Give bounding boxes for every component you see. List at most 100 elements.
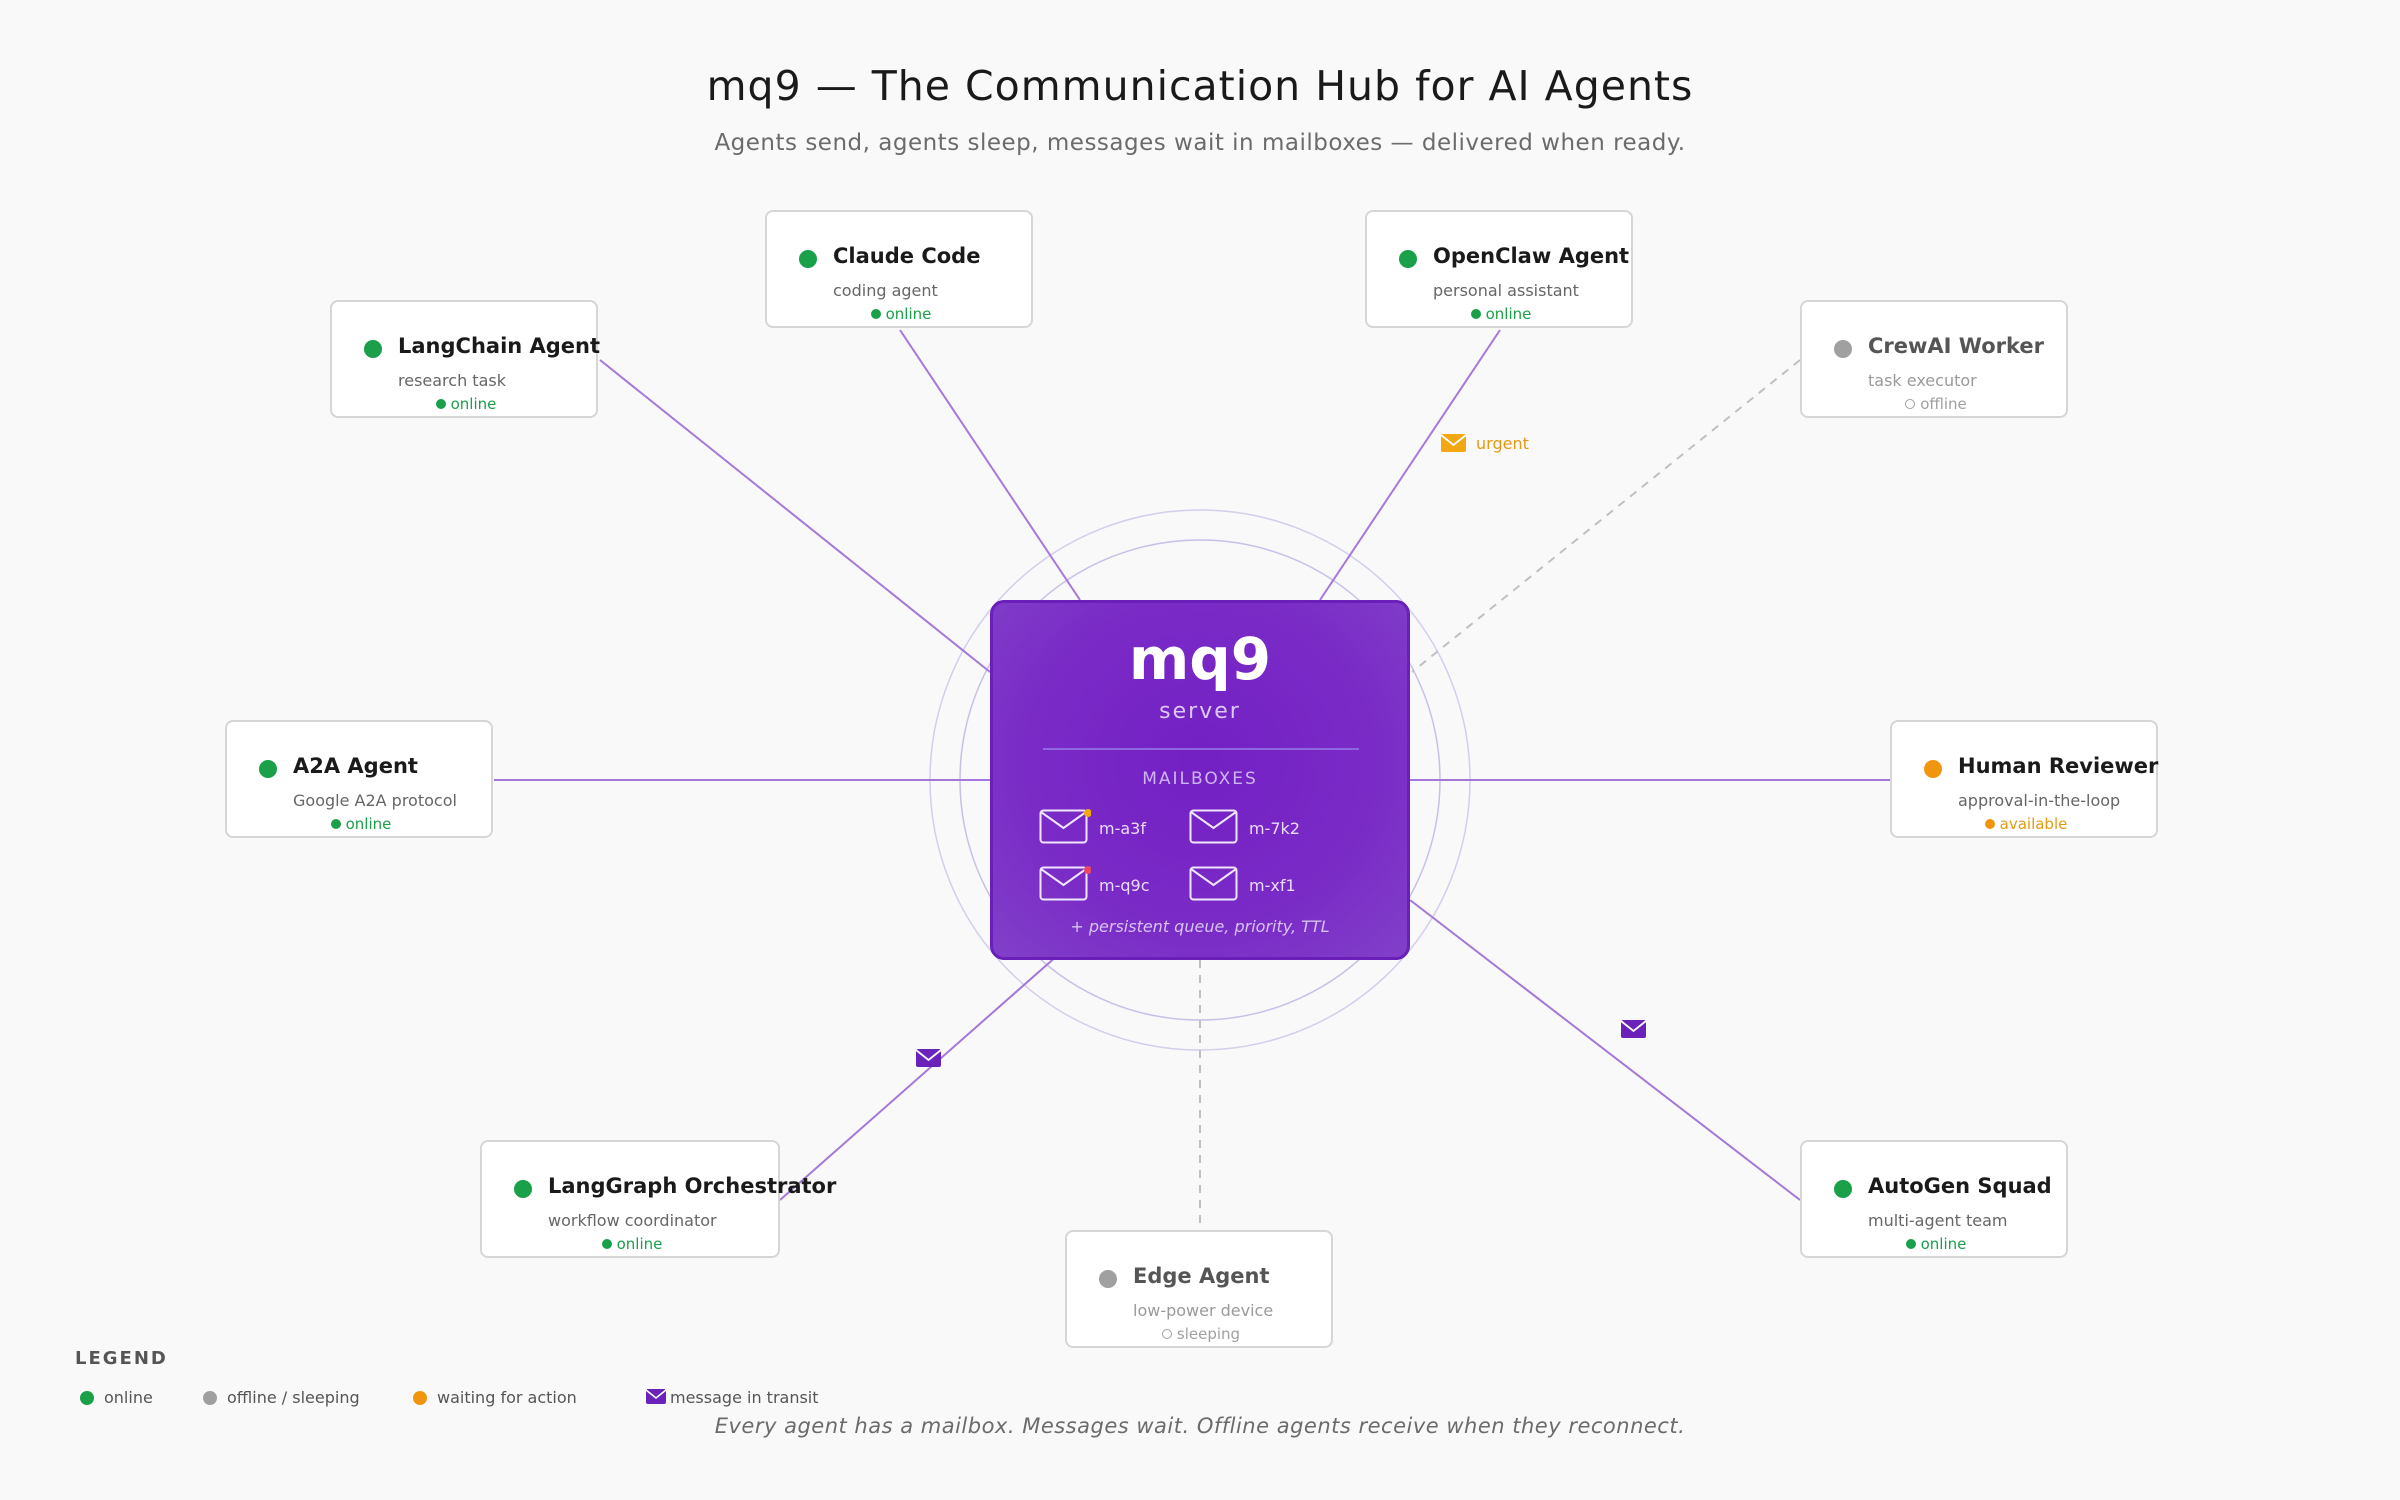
mailbox-badge-dot	[1084, 809, 1091, 817]
agent-name: LangGraph Orchestrator	[548, 1174, 837, 1198]
status-indicator-icon	[1984, 819, 1995, 829]
legend-item-message: message in transit	[645, 1388, 819, 1407]
agent-status-text: available	[1999, 815, 2068, 833]
agent-status-dot	[364, 340, 382, 358]
agent-status: online	[482, 1235, 782, 1253]
agent-name: LangChain Agent	[398, 334, 601, 358]
agent-description: research task	[398, 371, 506, 390]
agent-description: coding agent	[833, 281, 938, 300]
agent-node-openclaw[interactable]: OpenClaw Agent personal assistant online	[1365, 210, 1633, 328]
agent-description: low-power device	[1133, 1301, 1274, 1320]
hub-divider	[1043, 748, 1359, 750]
legend-item-online: online	[80, 1388, 153, 1407]
mailbox-badge-dot	[1084, 866, 1091, 874]
legend-label: online	[104, 1388, 153, 1407]
hub-subtitle: server	[1159, 699, 1241, 724]
agent-status-text: online	[345, 815, 392, 833]
agent-name: AutoGen Squad	[1868, 1174, 2052, 1198]
status-indicator-icon	[435, 399, 446, 409]
agent-name: Human Reviewer	[1958, 754, 2159, 778]
mailbox-id: m-xf1	[1249, 876, 1296, 895]
footer-caption: Every agent has a mailbox. Messages wait…	[714, 1414, 1686, 1438]
legend-label: message in transit	[670, 1388, 819, 1407]
agent-name: Edge Agent	[1133, 1264, 1270, 1288]
status-indicator-icon	[870, 309, 881, 319]
agent-description: personal assistant	[1433, 281, 1579, 300]
legend-dot-icon	[413, 1391, 427, 1405]
agent-status-dot	[1099, 1270, 1117, 1288]
status-indicator-icon	[330, 819, 341, 829]
agent-status: online	[1802, 1235, 2070, 1253]
link-langgraph	[779, 939, 1076, 1201]
agent-name: CrewAI Worker	[1868, 334, 2044, 358]
agent-node-langgraph[interactable]: LangGraph Orchestrator workflow coordina…	[480, 1140, 836, 1258]
status-indicator-icon	[1905, 399, 1916, 409]
mailbox-envelope-icon	[1039, 809, 1091, 844]
agent-status-dot	[1834, 340, 1852, 358]
agent-description: workflow coordinator	[548, 1211, 717, 1230]
urgent-label: urgent	[1476, 434, 1529, 453]
status-indicator-icon	[1470, 309, 1481, 319]
agent-status-dot	[259, 760, 277, 778]
agent-name: A2A Agent	[293, 754, 418, 778]
urgent-message-envelope-icon	[1440, 434, 1467, 452]
agent-status-dot	[799, 250, 817, 268]
legend-dot-icon	[80, 1391, 94, 1405]
agent-node-langchain[interactable]: LangChain Agent research task online	[330, 300, 601, 418]
mailbox-envelope-icon	[1189, 809, 1238, 844]
transit-envelope-icon-2	[1620, 1020, 1647, 1038]
agent-status-text: online	[450, 395, 497, 413]
legend-envelope-icon	[645, 1389, 667, 1404]
transit-envelope-icon-1	[915, 1049, 942, 1067]
agent-status: online	[332, 395, 600, 413]
agent-status-text: online	[616, 1235, 663, 1253]
page-title: mq9 — The Communication Hub for AI Agent…	[706, 62, 1694, 110]
agent-status-text: online	[1485, 305, 1532, 323]
agent-status-text: online	[1920, 1235, 1967, 1253]
mailboxes-label: MAILBOXES	[1142, 769, 1258, 789]
link-claude-code	[899, 329, 1081, 601]
agent-status-text: offline	[1920, 395, 1967, 413]
link-crewai	[1411, 359, 1801, 673]
status-indicator-icon	[601, 1239, 612, 1249]
legend-item-offline: offline / sleeping	[203, 1388, 360, 1407]
mailbox-id: m-q9c	[1099, 876, 1150, 895]
mailbox-id: m-7k2	[1249, 819, 1300, 838]
agent-description: multi-agent team	[1868, 1211, 2008, 1230]
page-subtitle: Agents send, agents sleep, messages wait…	[714, 130, 1686, 156]
agent-description: task executor	[1868, 371, 1977, 390]
link-openclaw	[1319, 329, 1501, 601]
hub-features-note: + persistent queue, priority, TTL	[1070, 917, 1330, 936]
agent-node-autogen[interactable]: AutoGen Squad multi-agent team online	[1800, 1140, 2068, 1258]
agent-node-human-reviewer[interactable]: Human Reviewer approval-in-the-loop avai…	[1890, 720, 2158, 838]
agent-node-a2a[interactable]: A2A Agent Google A2A protocol online	[225, 720, 493, 838]
agent-status-dot	[514, 1180, 532, 1198]
agent-node-edge[interactable]: Edge Agent low-power device sleeping	[1065, 1230, 1333, 1348]
agent-status: offline	[1802, 395, 2070, 413]
legend-label: waiting for action	[437, 1388, 577, 1407]
hub-name: mq9	[1128, 625, 1272, 693]
agent-name: Claude Code	[833, 244, 981, 268]
mq9-server-hub[interactable]: mq9 server MAILBOXES m-a3f m-7k2 m-q9c	[990, 600, 1410, 960]
status-indicator-icon	[1905, 1239, 1916, 1249]
mailbox-envelope-icon	[1189, 866, 1238, 901]
legend-item-waiting: waiting for action	[413, 1388, 577, 1407]
legend-dot-icon	[203, 1391, 217, 1405]
link-autogen	[1409, 899, 1801, 1201]
agent-description: Google A2A protocol	[293, 791, 457, 810]
mailbox-id: m-a3f	[1099, 819, 1146, 838]
agent-name: OpenClaw Agent	[1433, 244, 1630, 268]
mailbox-envelope-icon	[1039, 866, 1091, 901]
status-indicator-icon	[1161, 1329, 1172, 1339]
agent-status-dot	[1924, 760, 1942, 778]
agent-status-text: sleeping	[1176, 1325, 1241, 1343]
agent-status: sleeping	[1067, 1325, 1335, 1343]
agent-status-text: online	[885, 305, 932, 323]
agent-node-crewai[interactable]: CrewAI Worker task executor offline	[1800, 300, 2068, 418]
agent-status: available	[1892, 815, 2160, 833]
link-langchain	[599, 359, 991, 673]
legend-title: LEGEND	[75, 1348, 168, 1369]
agent-node-claude-code[interactable]: Claude Code coding agent online	[765, 210, 1033, 328]
agent-status-dot	[1399, 250, 1417, 268]
